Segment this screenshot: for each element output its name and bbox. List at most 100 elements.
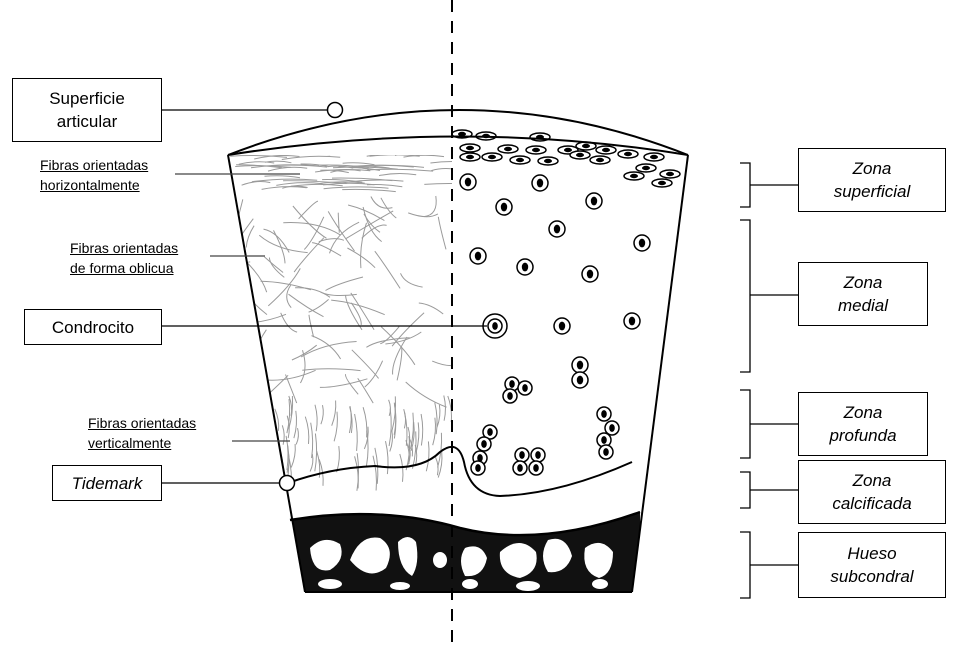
flattened-chondrocyte: [460, 153, 480, 161]
fiber: [266, 370, 316, 380]
zona-medial-box: Zona medial: [798, 262, 928, 326]
fiber: [276, 456, 279, 477]
fiber: [381, 327, 415, 365]
zona-profunda-line2: profunda: [829, 424, 896, 447]
fiber: [301, 342, 357, 358]
fiber: [320, 152, 389, 154]
fiber: [331, 151, 369, 153]
fiber: [344, 149, 384, 151]
fiber: [355, 414, 358, 451]
fiber: [294, 411, 297, 438]
deep-chondrocyte: [597, 407, 611, 421]
flattened-chondrocyte: [644, 153, 664, 161]
fiber: [408, 213, 438, 217]
fiber: [351, 293, 374, 330]
fiber: [404, 409, 406, 428]
zona-superficial-line1: Zona: [853, 157, 892, 180]
deep-chondrocyte: [513, 461, 527, 475]
fiber: [324, 187, 389, 189]
chondrocyte: [634, 235, 650, 251]
flattened-chondrocyte: [570, 151, 590, 159]
chondrocytes-group: [452, 130, 680, 475]
flattened-chondrocyte: [538, 157, 558, 165]
fiber: [294, 238, 324, 272]
hueso-subcondral-line1: Hueso: [847, 542, 896, 565]
fiber: [338, 213, 339, 233]
tidemark-box: Tidemark: [52, 465, 162, 501]
fiber: [326, 277, 364, 291]
fiber: [264, 257, 283, 273]
zone-brackets: [740, 163, 798, 598]
fibers-group: [202, 148, 483, 491]
fiber: [352, 350, 379, 379]
hueso-subcondral-line2: subcondral: [830, 565, 913, 588]
fiber: [286, 375, 297, 404]
flattened-chondrocyte: [482, 153, 502, 161]
chondrocyte: [554, 318, 570, 334]
fiber: [419, 303, 443, 314]
highlighted-chondrocyte-inner: [488, 319, 502, 333]
zona-medial-line1: Zona: [844, 271, 883, 294]
fiber: [363, 407, 367, 437]
chondrocyte: [460, 174, 476, 190]
chondrocyte: [470, 248, 486, 264]
fibras-horizontal-label: Fibras orientadas horizontalmente: [40, 155, 148, 195]
fiber: [274, 451, 277, 487]
subchondral-bone: [290, 512, 640, 600]
tissue-outline: [228, 110, 688, 592]
tidemark-label: Tidemark: [72, 472, 143, 495]
zona-medial-line2: medial: [838, 294, 888, 317]
fiber: [242, 182, 271, 186]
fiber: [305, 417, 309, 444]
flattened-chondrocyte: [590, 156, 610, 164]
chondrocyte: [549, 221, 565, 237]
fiber: [268, 268, 300, 306]
fiber: [295, 288, 330, 298]
fiber: [395, 152, 427, 156]
fiber: [302, 369, 360, 371]
superficie-articular-line2: articular: [57, 110, 117, 133]
flattened-chondrocyte: [652, 179, 672, 187]
tidemark-marker: [280, 476, 295, 491]
superficie-articular-box: Superficie articular: [12, 78, 162, 142]
horizontal-fibers: [230, 148, 483, 192]
fiber: [274, 449, 277, 486]
fiber: [246, 226, 254, 248]
fibras-horizontal-line2: horizontalmente: [40, 175, 148, 195]
fibras-horizontal-line1: Fibras orientadas: [40, 155, 148, 175]
hueso-subcondral-box: Hueso subcondral: [798, 532, 946, 598]
flattened-chondrocyte: [460, 144, 480, 152]
deep-chondrocyte: [503, 389, 517, 403]
fibras-oblicua-line2: de forma oblicua: [70, 258, 178, 278]
fiber: [282, 425, 284, 444]
fiber: [282, 156, 340, 159]
deep-chondrocyte: [518, 381, 532, 395]
flattened-chondrocyte: [636, 164, 656, 172]
fiber: [346, 295, 363, 330]
fiber: [366, 150, 413, 153]
deep-chondrocyte: [529, 461, 543, 475]
condrocito-label: Condrocito: [52, 316, 134, 339]
fiber: [330, 222, 360, 253]
fiber: [263, 152, 330, 155]
zona-superficial-line2: superficial: [834, 180, 911, 203]
zona-profunda-line1: Zona: [844, 401, 883, 424]
flattened-chondrocyte: [660, 170, 680, 178]
fiber: [359, 150, 402, 153]
fiber: [432, 361, 463, 366]
fiber: [320, 379, 368, 388]
flattened-chondrocyte: [526, 146, 546, 154]
fiber: [389, 400, 391, 416]
zona-calcificada-line1: Zona: [853, 469, 892, 492]
flattened-chondrocyte: [624, 172, 644, 180]
fiber: [444, 396, 446, 421]
fiber: [426, 441, 429, 471]
zona-profunda-box: Zona profunda: [798, 392, 928, 456]
fiber: [202, 310, 256, 316]
chondrocyte: [572, 372, 588, 388]
chondrocyte: [582, 266, 598, 282]
chondrocyte: [586, 193, 602, 209]
deep-chondrocyte: [471, 461, 485, 475]
chondrocyte: [624, 313, 640, 329]
fiber: [431, 169, 458, 171]
